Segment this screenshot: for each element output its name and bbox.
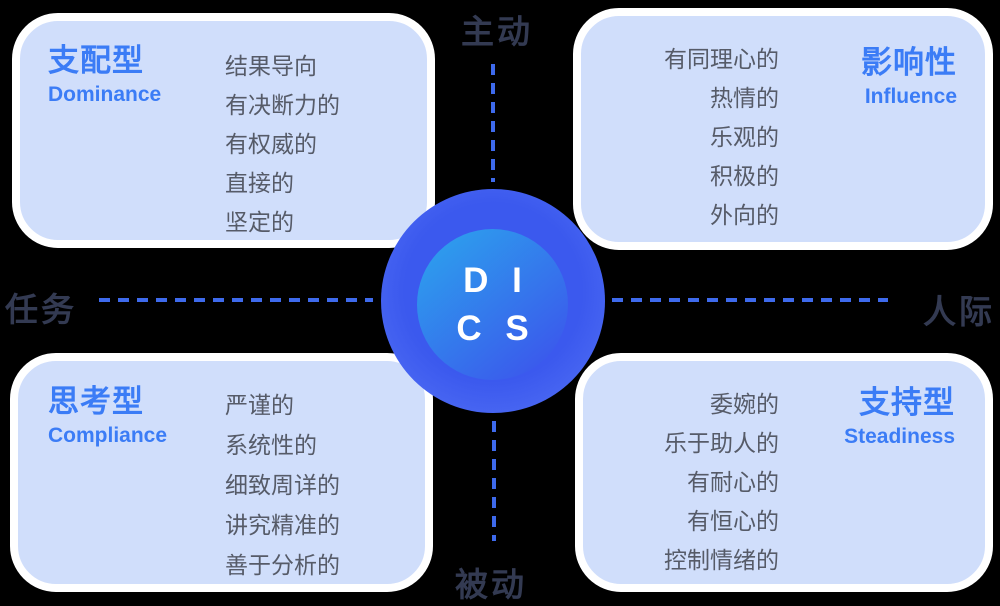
axis-dashed-line-bottom <box>492 421 496 541</box>
trait-item: 坚定的 <box>225 209 294 235</box>
axis-dashed-line-left <box>99 298 373 302</box>
dominance-trait-list: 结果导向 有决断力的 有权威的 直接的 坚定的 <box>225 47 340 242</box>
disc-letters-row-2: C S <box>456 308 536 348</box>
trait-item: 结果导向 <box>225 53 317 79</box>
quadrant-card-compliance: 思考型 Compliance 严谨的 系统性的 细致周详的 讲究精准的 善于分析… <box>10 353 433 592</box>
axis-label-active: 主动 <box>461 13 533 50</box>
trait-item: 委婉的 <box>710 391 779 417</box>
axis-dashed-line-top <box>491 64 495 182</box>
trait-item: 有耐心的 <box>687 469 779 495</box>
trait-item: 直接的 <box>225 170 294 196</box>
disc-center-inner-circle: D I C S <box>417 229 568 380</box>
quadrant-card-dominance: 支配型 Dominance 结果导向 有决断力的 有权威的 直接的 坚定的 <box>12 13 435 248</box>
trait-item: 系统性的 <box>225 432 317 458</box>
trait-item: 积极的 <box>710 163 779 189</box>
disc-center-circle: D I C S <box>381 189 605 413</box>
axis-label-passive: 被动 <box>455 566 527 603</box>
trait-item: 善于分析的 <box>225 552 340 578</box>
trait-item: 热情的 <box>710 85 779 111</box>
trait-item: 有同理心的 <box>664 46 779 72</box>
quadrant-card-influence: 影响性 Influence 有同理心的 热情的 乐观的 积极的 外向的 <box>573 8 993 250</box>
compliance-trait-list: 严谨的 系统性的 细致周详的 讲究精准的 善于分析的 <box>225 385 340 585</box>
trait-item: 细致周详的 <box>225 472 340 498</box>
steadiness-trait-list: 委婉的 乐于助人的 有耐心的 有恒心的 控制情绪的 <box>664 385 779 580</box>
trait-item: 严谨的 <box>225 392 294 418</box>
steadiness-title-block: 支持型 Steadiness <box>844 385 955 449</box>
trait-item: 有决断力的 <box>225 92 340 118</box>
influence-title-zh: 影响性 <box>861 45 957 80</box>
trait-item: 有权威的 <box>225 131 317 157</box>
dominance-title-en: Dominance <box>48 83 162 107</box>
compliance-title-zh: 思考型 <box>48 384 144 419</box>
trait-item: 外向的 <box>710 202 779 228</box>
steadiness-title-zh: 支持型 <box>859 385 955 420</box>
trait-item: 有恒心的 <box>687 508 779 534</box>
trait-item: 控制情绪的 <box>664 547 779 573</box>
axis-dashed-line-right <box>612 298 888 302</box>
dominance-title-zh: 支配型 <box>48 43 144 78</box>
axis-label-task: 任务 <box>5 291 77 328</box>
influence-trait-list: 有同理心的 热情的 乐观的 积极的 外向的 <box>664 40 779 235</box>
quadrant-card-steadiness: 支持型 Steadiness 委婉的 乐于助人的 有耐心的 有恒心的 控制情绪的 <box>575 353 993 592</box>
trait-item: 乐于助人的 <box>664 430 779 456</box>
influence-title-en: Influence <box>864 85 957 109</box>
influence-title-block: 影响性 Influence <box>861 45 957 109</box>
compliance-title-en: Compliance <box>48 424 168 448</box>
steadiness-title-en: Steadiness <box>844 425 955 449</box>
axis-label-people: 人际 <box>923 293 995 330</box>
disc-letters-row-1: D I <box>463 260 529 300</box>
compliance-title-block: 思考型 Compliance <box>48 384 168 448</box>
dominance-title-block: 支配型 Dominance <box>48 43 162 107</box>
trait-item: 乐观的 <box>710 124 779 150</box>
trait-item: 讲究精准的 <box>225 512 340 538</box>
